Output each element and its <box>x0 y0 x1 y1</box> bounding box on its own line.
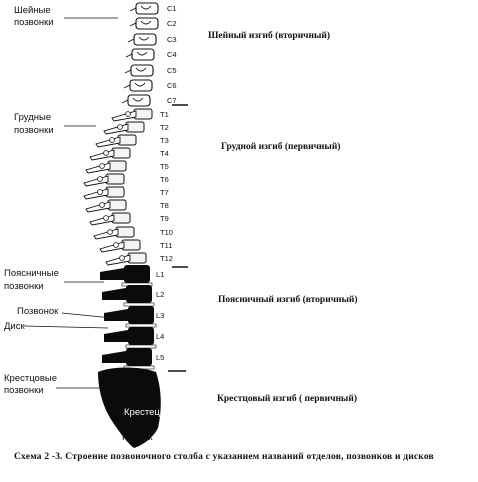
vertebra-label-c4: C4 <box>167 50 177 59</box>
vertebra-label-t1: T1 <box>160 110 169 119</box>
vertebra-label-c6: C6 <box>167 81 177 90</box>
vertebra-label-t5: T5 <box>160 162 169 171</box>
thoracic-label: Грудные позвонки <box>14 112 54 136</box>
disc-pointer <box>23 325 109 329</box>
vertebra-l2 <box>102 285 155 307</box>
vertebra-c5 <box>124 64 154 77</box>
vertebra-label-t6: T6 <box>160 175 169 184</box>
sacral-label: Крестцовые позвонки <box>4 373 60 396</box>
figure-caption: Схема 2 -3. Строение позвоночного столба… <box>14 452 434 462</box>
vertebra-label-c1: C1 <box>167 4 177 13</box>
vertebra-labels: C1C2C3C4C5C6C7T1T2T3T4T5T6T7T8T9T10T11T1… <box>156 4 177 362</box>
coccyx-label: Копчик <box>122 432 153 443</box>
vertebra-l5 <box>102 348 155 370</box>
vertebra-pointer <box>61 312 113 319</box>
vertebra-label-c2: C2 <box>167 19 177 28</box>
vertebra-t5 <box>85 160 127 174</box>
vertebra-t1 <box>111 108 153 122</box>
vertebra-t3 <box>95 134 137 148</box>
spinal-column <box>83 2 159 370</box>
intervertebral-disc <box>123 302 155 307</box>
vertebra-label-t7: T7 <box>160 188 169 197</box>
vertebra-l1 <box>100 265 153 287</box>
vertebra-t9 <box>89 212 131 226</box>
vertebra-c1 <box>129 2 159 15</box>
vertebra-c3 <box>127 33 157 46</box>
vertebra-c2 <box>129 17 159 30</box>
sacrum-label: Крестец <box>124 407 160 418</box>
vertebra-label-t12: T12 <box>160 254 173 263</box>
vertebra-label-t8: T8 <box>160 201 169 210</box>
vertebra-t8 <box>85 199 127 213</box>
vertebra-label-t11: T11 <box>160 241 172 250</box>
vertebra-c7 <box>121 94 151 107</box>
vertebra-t11 <box>99 239 141 253</box>
intervertebral-disc <box>125 323 157 328</box>
disc-label: Диск <box>4 321 25 332</box>
vertebra-label-l4: L4 <box>156 332 164 341</box>
vertebra-t10 <box>93 226 135 240</box>
vertebra-c4 <box>125 48 155 61</box>
lumbar-curve-label: Поясничный изгиб (вторичный) <box>218 294 358 305</box>
cervical-curve-label: Шейный изгиб (вторичный) <box>208 30 330 41</box>
vertebra-t12 <box>105 252 147 266</box>
vertebra-t4 <box>89 147 131 161</box>
vertebra-t2 <box>103 121 145 135</box>
vertebra-label-l5: L5 <box>156 353 164 362</box>
vertebra-label-t10: T10 <box>160 228 173 237</box>
vertebra-label-t3: T3 <box>160 136 169 145</box>
vertebra-t6 <box>83 173 125 187</box>
vertebra-label-c7: C7 <box>167 96 177 105</box>
thoracic-curve-label: Грудной изгиб (первичный) <box>221 141 340 152</box>
vertebra-label-c5: C5 <box>167 66 177 75</box>
vertebra-c6 <box>123 79 153 92</box>
vertebra-label: Позвонок <box>17 306 59 317</box>
sacrum-shape <box>98 367 161 448</box>
vertebra-t7 <box>83 186 125 200</box>
vertebra-label-t2: T2 <box>160 123 169 132</box>
vertebra-label-c3: C3 <box>167 35 177 44</box>
cervical-label: Шейные позвонки <box>14 5 54 28</box>
vertebra-label-t9: T9 <box>160 214 169 223</box>
vertebra-l3 <box>104 306 157 328</box>
vertebra-label-l1: L1 <box>156 270 164 279</box>
intervertebral-disc <box>125 344 157 349</box>
vertebra-label-l2: L2 <box>156 290 164 299</box>
vertebra-label-l3: L3 <box>156 311 164 320</box>
vertebra-l4 <box>104 327 157 349</box>
vertebra-label-t4: T4 <box>160 149 169 158</box>
sacral-curve-label: Крестцовый изгиб ( первичный) <box>217 393 357 404</box>
lumbar-label: Поясничные позвонки <box>4 268 62 292</box>
